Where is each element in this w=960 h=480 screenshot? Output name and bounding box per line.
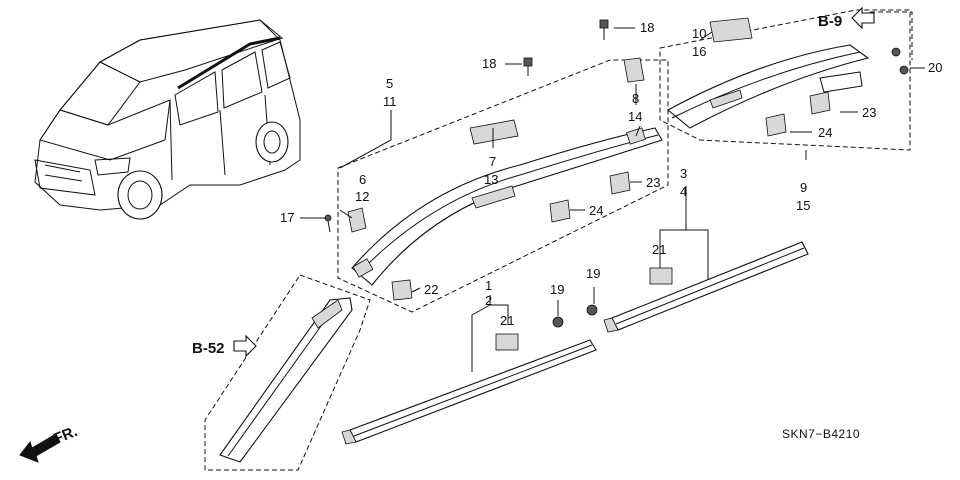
callout-12: 12 <box>355 189 369 204</box>
callout-6: 6 <box>359 172 366 187</box>
small-parts <box>324 17 909 351</box>
callout-24-center: 24 <box>589 203 603 218</box>
ref-front: FR. <box>51 423 80 448</box>
roof-rail-rear <box>667 44 870 129</box>
vehicle-illustration <box>34 19 301 220</box>
callout-18-top: 18 <box>640 20 654 35</box>
callout-3: 3 <box>680 166 687 181</box>
callout-23-center: 23 <box>646 175 660 190</box>
leader-lines <box>300 27 925 372</box>
callout-14: 14 <box>628 109 642 124</box>
diagram-code: SKN7−B4210 <box>782 427 860 441</box>
callout-15: 15 <box>796 198 810 213</box>
roof-rail-front <box>351 127 663 286</box>
callout-2: 2 <box>485 293 492 308</box>
callout-22: 22 <box>424 282 438 297</box>
callout-21-front: 21 <box>500 313 514 328</box>
arrow-right-icon <box>233 334 257 358</box>
callout-19-right: 19 <box>586 266 600 281</box>
callout-21-rear: 21 <box>652 242 666 257</box>
front-arrow-icon <box>19 433 61 463</box>
callout-10: 10 <box>692 26 706 41</box>
callout-5: 5 <box>386 76 393 91</box>
callout-labels: B-9 B-52 FR. SKN7−B4210 5 11 6 12 17 7 1… <box>51 13 942 448</box>
callout-8: 8 <box>632 91 639 106</box>
callout-13: 13 <box>484 172 498 187</box>
pillar-garnish <box>219 297 353 463</box>
drip-molding-front <box>341 339 597 445</box>
callout-17: 17 <box>280 210 294 225</box>
callout-19-left: 19 <box>550 282 564 297</box>
arrow-left-icon <box>851 6 875 30</box>
assembly-outlines <box>204 9 913 471</box>
callout-1: 1 <box>485 278 492 293</box>
callout-24-rear: 24 <box>818 125 832 140</box>
callout-20: 20 <box>928 60 942 75</box>
callout-4: 4 <box>680 184 687 199</box>
callout-9: 9 <box>800 180 807 195</box>
ref-b52: B-52 <box>192 340 225 357</box>
ref-b9: B-9 <box>818 13 842 30</box>
drip-molding-rear <box>603 241 809 333</box>
callout-18-left: 18 <box>482 56 496 71</box>
reference-arrows <box>19 6 875 463</box>
callout-16: 16 <box>692 44 706 59</box>
callout-23-rear: 23 <box>862 105 876 120</box>
callout-11: 11 <box>383 94 397 109</box>
callout-7: 7 <box>489 154 496 169</box>
